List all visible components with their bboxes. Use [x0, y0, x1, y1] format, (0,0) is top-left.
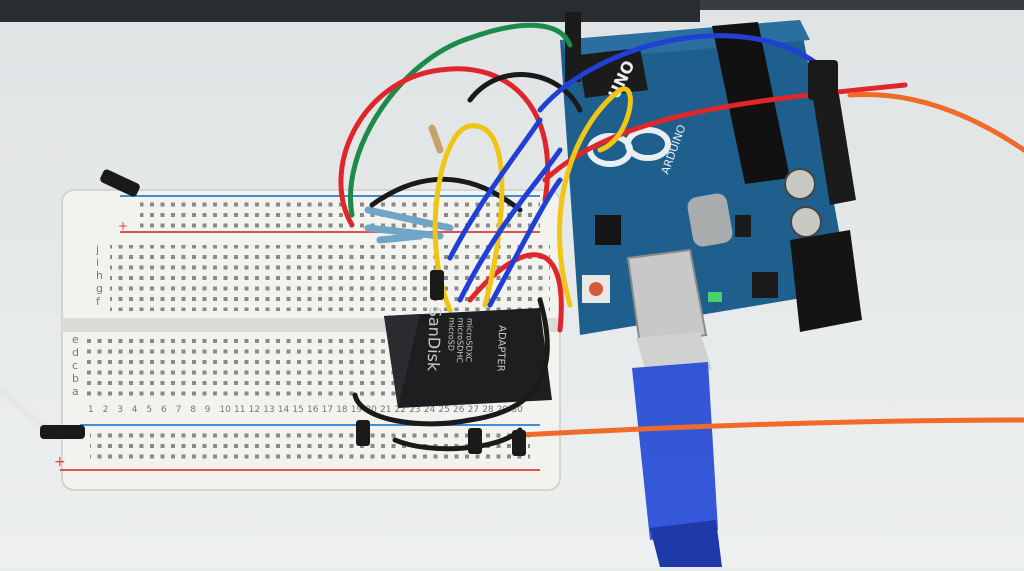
- column-number: 22: [395, 405, 406, 415]
- column-number: 27: [468, 405, 479, 415]
- svg-text:+: +: [118, 219, 128, 233]
- column-number: 26: [453, 405, 465, 415]
- column-number: 21: [380, 405, 391, 415]
- usb-b-port: [626, 248, 708, 347]
- column-number: 8: [190, 405, 196, 415]
- black-wire: [467, 72, 583, 113]
- blue-wire: [447, 117, 543, 261]
- black-wire: [352, 297, 550, 427]
- column-number: 5: [146, 405, 152, 415]
- sd-line: microSDHC: [455, 318, 466, 364]
- row-letter: c: [72, 359, 78, 372]
- column-number: 12: [249, 405, 260, 415]
- row-letter: i: [96, 256, 99, 269]
- column-number: 11: [234, 405, 245, 415]
- row-letter: e: [72, 333, 79, 346]
- column-number: 14: [278, 405, 290, 415]
- sd-line: microSDXC: [464, 318, 475, 363]
- microsd-adapter: SanDisk microSD microSDHC microSDXC ADAP…: [384, 306, 552, 408]
- column-number: 15: [292, 405, 303, 415]
- column-number: 13: [263, 405, 274, 415]
- row-letter: b: [72, 372, 79, 385]
- column-number: 18: [336, 405, 348, 415]
- yellow-wire: [432, 123, 505, 313]
- column-number: 19: [351, 405, 363, 415]
- column-number: 10: [219, 405, 231, 415]
- column-number: 1: [88, 405, 94, 415]
- green-wire: [348, 22, 573, 218]
- power-jack: [790, 230, 862, 332]
- blue-wire: [487, 177, 563, 308]
- column-number: 17: [322, 405, 333, 415]
- row-letter: a: [72, 385, 79, 398]
- yellow-wire: [557, 86, 633, 308]
- row-letter: j: [95, 243, 99, 256]
- sd-brand: SanDisk: [423, 306, 444, 372]
- column-number: 28: [482, 405, 494, 415]
- column-number: 23: [409, 405, 420, 415]
- orange-wire: [517, 417, 1024, 438]
- sd-label: ADAPTER: [495, 325, 508, 372]
- row-letter: g: [96, 282, 103, 295]
- column-number: 24: [424, 405, 436, 415]
- sd-line: microSD: [446, 317, 456, 351]
- column-number: 30: [511, 405, 523, 415]
- row-letter: h: [96, 269, 103, 282]
- column-number: 6: [161, 405, 167, 415]
- column-number: 3: [117, 405, 123, 415]
- column-number: 7: [176, 405, 182, 415]
- column-number: 25: [438, 405, 449, 415]
- capacitor: [790, 206, 822, 238]
- row-letter: d: [72, 346, 79, 359]
- column-number: 16: [307, 405, 319, 415]
- capacitor: [784, 168, 816, 200]
- blue-wire: [457, 147, 563, 303]
- orange-wire: [847, 91, 1024, 153]
- blue-wire: [537, 33, 828, 113]
- column-number: 4: [132, 405, 138, 415]
- black-wire: [392, 427, 523, 452]
- column-number: 9: [205, 405, 211, 415]
- row-letter: f: [96, 295, 101, 308]
- dark-top-edge: [0, 0, 700, 22]
- red-wire: [338, 66, 551, 228]
- red-wire: [542, 82, 908, 183]
- column-number: 2: [103, 405, 109, 415]
- svg-text:+: +: [54, 454, 66, 470]
- usb-cable: [632, 332, 722, 567]
